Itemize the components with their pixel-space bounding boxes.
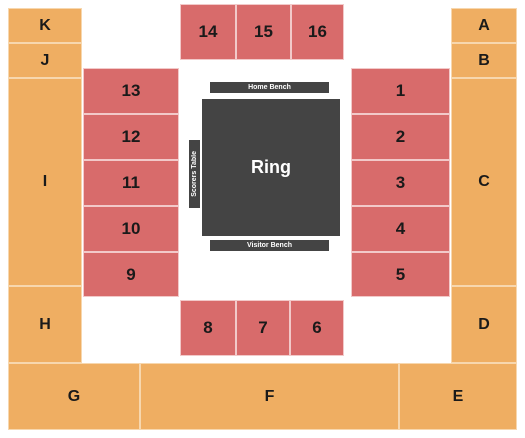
section-9[interactable]: 9 [83, 252, 179, 297]
section-5[interactable]: 5 [351, 252, 450, 297]
section-e-label: E [452, 387, 464, 405]
scorers-table-label: Scorers Table [191, 151, 198, 197]
section-12-label: 12 [121, 127, 141, 146]
section-e[interactable]: E [399, 363, 517, 430]
section-h[interactable]: H [8, 286, 82, 363]
section-b-label: B [478, 51, 490, 69]
section-5-label: 5 [395, 264, 406, 284]
section-d[interactable]: D [451, 286, 517, 363]
section-16[interactable]: 16 [291, 4, 344, 60]
section-13[interactable]: 13 [83, 68, 179, 114]
visitor-bench: Visitor Bench [210, 240, 329, 251]
section-6-label: 6 [312, 318, 322, 337]
section-c[interactable]: C [451, 78, 517, 286]
section-j-label: J [40, 51, 50, 69]
section-c-label: C [478, 173, 490, 190]
section-b[interactable]: B [451, 43, 517, 78]
section-7[interactable]: 7 [236, 300, 290, 356]
section-15-label: 15 [254, 22, 273, 41]
ring-label: Ring [251, 157, 291, 177]
section-10-label: 10 [121, 219, 141, 238]
section-6[interactable]: 6 [290, 300, 344, 356]
section-13-label: 13 [121, 81, 141, 100]
section-12[interactable]: 12 [83, 114, 179, 160]
section-2[interactable]: 2 [351, 114, 450, 160]
section-4-label: 4 [395, 219, 406, 238]
section-11-label: 11 [122, 173, 140, 192]
section-f-label: F [264, 387, 275, 405]
section-i-label: I [42, 173, 48, 190]
section-k[interactable]: K [8, 8, 82, 43]
section-9-label: 9 [126, 264, 136, 284]
section-4[interactable]: 4 [351, 206, 450, 252]
section-j[interactable]: J [8, 43, 82, 78]
section-f[interactable]: F [140, 363, 399, 430]
section-15[interactable]: 15 [236, 4, 291, 60]
visitor-bench-label: Visitor Bench [247, 242, 292, 249]
section-3[interactable]: 3 [351, 160, 450, 206]
section-g-label: G [67, 387, 81, 405]
section-k-label: K [39, 16, 51, 34]
section-11[interactable]: 11 [83, 160, 179, 206]
section-d-label: D [478, 315, 490, 333]
home-bench-label: Home Bench [248, 84, 291, 91]
section-7-label: 7 [258, 318, 268, 337]
section-i[interactable]: I [8, 78, 82, 286]
section-8-label: 8 [203, 318, 213, 337]
section-10[interactable]: 10 [83, 206, 179, 252]
section-16-label: 16 [308, 22, 327, 41]
section-2-label: 2 [395, 127, 406, 146]
section-1[interactable]: 1 [351, 68, 450, 114]
section-a-label: A [478, 16, 490, 34]
section-a[interactable]: A [451, 8, 517, 43]
section-14-label: 14 [198, 22, 218, 41]
home-bench: Home Bench [210, 82, 329, 93]
section-3-label: 3 [395, 173, 406, 192]
ring: Ring [202, 99, 340, 236]
scorers-table: Scorers Table [189, 140, 200, 208]
section-h-label: H [39, 315, 51, 333]
section-14[interactable]: 14 [180, 4, 236, 60]
section-g[interactable]: G [8, 363, 140, 430]
section-8[interactable]: 8 [180, 300, 236, 356]
section-1-label: 1 [395, 81, 406, 100]
